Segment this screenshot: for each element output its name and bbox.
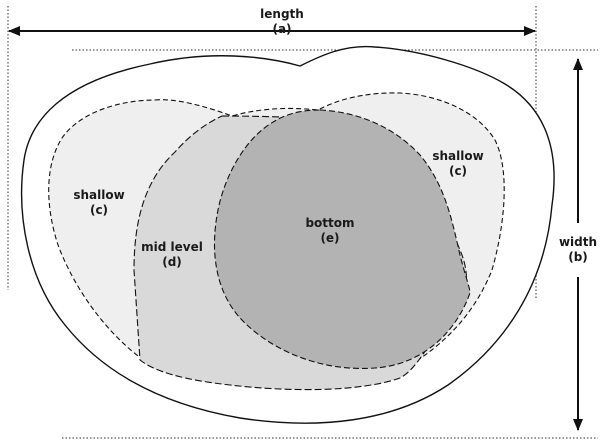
- length-label-code: (a): [272, 22, 292, 36]
- shallow-right-label: shallow (c): [427, 149, 489, 179]
- width-label: width (b): [555, 235, 601, 265]
- bottom-code: (e): [320, 231, 340, 245]
- mid-level-code: (d): [162, 255, 182, 269]
- length-label-name: length: [260, 7, 304, 21]
- shallow-right-name: shallow: [432, 149, 484, 163]
- shallow-left-label: shallow (c): [68, 188, 130, 218]
- bottom-area: [213, 109, 471, 370]
- bottom-name: bottom: [305, 216, 355, 230]
- mid-level-label: mid level (d): [133, 240, 211, 270]
- shallow-left-name: shallow: [73, 188, 125, 202]
- shallow-left-code: (c): [89, 203, 109, 217]
- length-label: length (a): [257, 7, 307, 37]
- bottom-label: bottom (e): [302, 216, 358, 246]
- width-label-code: (b): [568, 250, 588, 264]
- width-label-name: width: [558, 235, 598, 249]
- shallow-right-code: (c): [448, 164, 468, 178]
- mid-level-name: mid level: [141, 240, 203, 254]
